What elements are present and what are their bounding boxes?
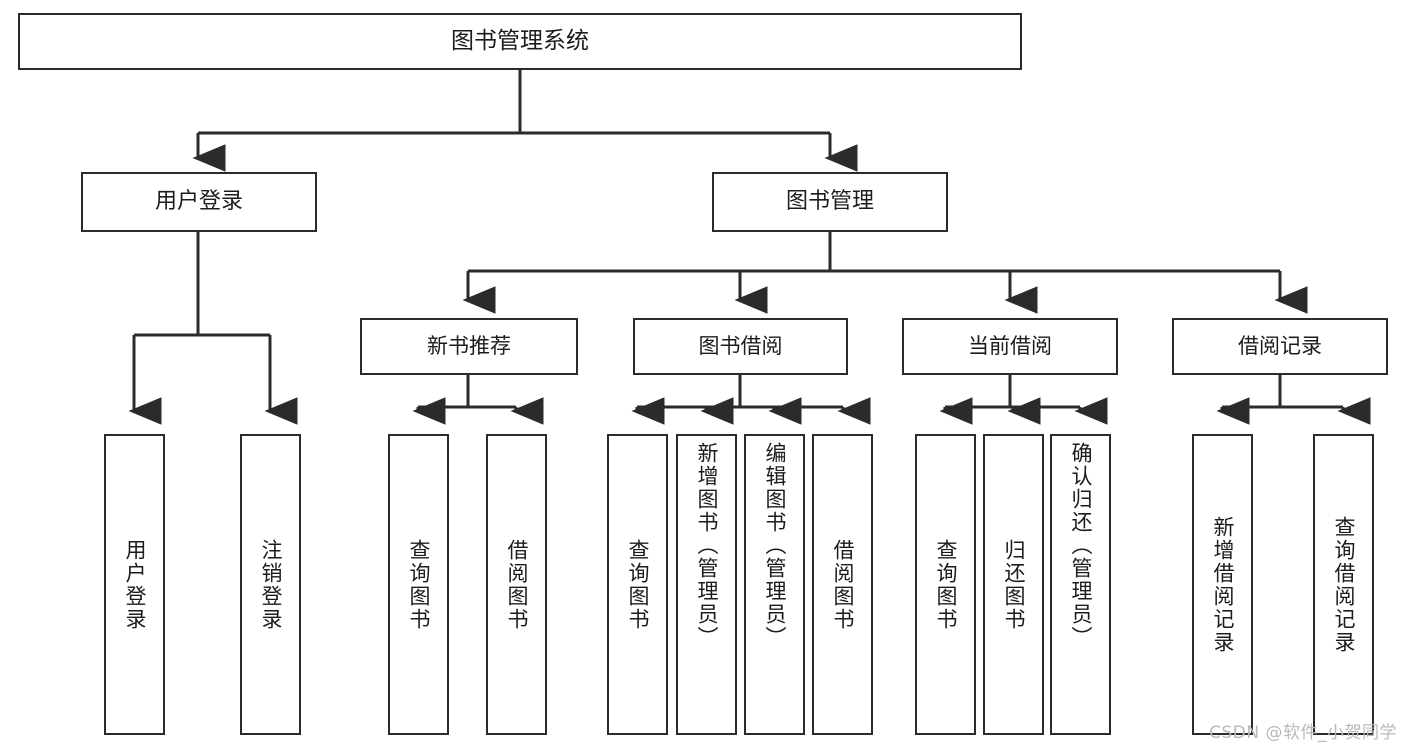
node-label: 图书管理 <box>785 189 874 215</box>
leaf-query-borrow-record[interactable]: 查询借阅记录 <box>1313 434 1374 735</box>
node-root-system[interactable]: 图书管理系统 <box>18 13 1022 70</box>
node-label: 查询图书 <box>407 538 431 631</box>
node-book-borrow[interactable]: 图书借阅 <box>633 318 848 375</box>
node-current-borrow[interactable]: 当前借阅 <box>902 318 1118 375</box>
leaf-query-book-recommend[interactable]: 查询图书 <box>388 434 449 735</box>
node-label: 查询图书 <box>626 538 650 631</box>
leaf-return-book[interactable]: 归还图书 <box>983 434 1044 735</box>
node-label: 图书管理系统 <box>451 27 589 54</box>
node-label: 图书借阅 <box>698 334 783 359</box>
leaf-logout[interactable]: 注销登录 <box>240 434 301 735</box>
node-label: 编辑图书（管理员） <box>763 442 787 649</box>
node-label: 新增借阅记录 <box>1211 515 1235 654</box>
node-borrow-record[interactable]: 借阅记录 <box>1172 318 1388 375</box>
leaf-query-book-current[interactable]: 查询图书 <box>915 434 976 735</box>
leaf-edit-book-admin[interactable]: 编辑图书（管理员） <box>744 434 805 735</box>
leaf-user-login[interactable]: 用户登录 <box>104 434 165 735</box>
node-user-login[interactable]: 用户登录 <box>81 172 317 232</box>
node-label: 查询借阅记录 <box>1332 515 1356 654</box>
node-label: 借阅记录 <box>1238 334 1322 359</box>
node-label: 注销登录 <box>259 538 283 631</box>
node-label: 借阅图书 <box>831 538 855 631</box>
node-book-management[interactable]: 图书管理 <box>712 172 948 232</box>
node-label: 归还图书 <box>1002 538 1026 631</box>
watermark-text: CSDN @软件_小贺同学 <box>1209 723 1397 743</box>
leaf-borrow-book-recommend[interactable]: 借阅图书 <box>486 434 547 735</box>
node-new-book-recommend[interactable]: 新书推荐 <box>360 318 578 375</box>
leaf-query-book-borrow[interactable]: 查询图书 <box>607 434 668 735</box>
node-label: 查询图书 <box>934 538 958 631</box>
leaf-borrow-book[interactable]: 借阅图书 <box>812 434 873 735</box>
node-label: 当前借阅 <box>968 334 1052 359</box>
node-label: 新增图书（管理员） <box>695 442 719 649</box>
leaf-add-book-admin[interactable]: 新增图书（管理员） <box>676 434 737 735</box>
node-label: 用户登录 <box>123 538 147 631</box>
node-label: 确认归还（管理员） <box>1069 442 1093 649</box>
node-label: 新书推荐 <box>427 334 511 359</box>
node-label: 借阅图书 <box>505 538 529 631</box>
leaf-add-borrow-record[interactable]: 新增借阅记录 <box>1192 434 1253 735</box>
node-label: 用户登录 <box>154 189 243 215</box>
leaf-confirm-return-admin[interactable]: 确认归还（管理员） <box>1050 434 1111 735</box>
